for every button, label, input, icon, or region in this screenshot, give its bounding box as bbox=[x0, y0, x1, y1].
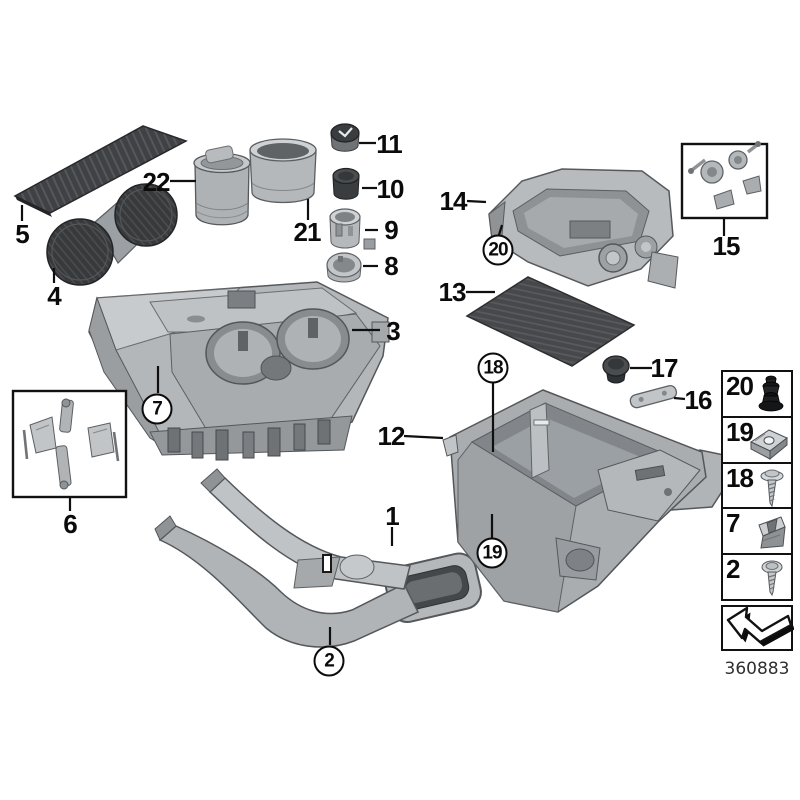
callout-13: 13 bbox=[438, 277, 467, 307]
leader-lines bbox=[20, 141, 726, 645]
callout-4: 4 bbox=[47, 281, 62, 311]
callout-9: 9 bbox=[384, 215, 399, 245]
part-9-socket-housing bbox=[329, 208, 376, 250]
part-8-trim-ring bbox=[326, 252, 362, 283]
screw-with-washer-icon bbox=[760, 469, 784, 507]
callout-14: 14 bbox=[439, 186, 468, 216]
diagram-number: 360883 bbox=[724, 659, 790, 679]
legend-item-7: 7 bbox=[721, 507, 793, 556]
callout-11: 11 bbox=[376, 129, 402, 159]
legend-item-label: 19 bbox=[726, 416, 754, 447]
part-21-cupholder-insert bbox=[249, 138, 317, 204]
legend-item-label: 7 bbox=[726, 508, 741, 539]
callout-6: 6 bbox=[63, 509, 78, 539]
part-22-ashtray-insert bbox=[193, 145, 251, 226]
clip-nut-icon bbox=[749, 429, 788, 460]
expanding-rivet-icon bbox=[758, 375, 784, 412]
part-17-grommet bbox=[602, 355, 630, 384]
legend-item-2: 2 bbox=[721, 553, 793, 602]
circled-callout-18: 18 bbox=[477, 352, 509, 384]
callout-17: 17 bbox=[650, 353, 679, 383]
leader-line-20 bbox=[497, 224, 504, 236]
legend-item-label: 20 bbox=[726, 371, 754, 401]
callout-21: 21 bbox=[293, 217, 322, 247]
part-10-lighter-element bbox=[332, 167, 360, 200]
part-4-coasters bbox=[46, 183, 178, 286]
direction-arrow-icon bbox=[726, 607, 794, 647]
legend-direction-box bbox=[721, 605, 794, 652]
callout-3: 3 bbox=[386, 316, 401, 346]
callout-1: 1 bbox=[385, 501, 400, 531]
part-5-anti-slip-mat bbox=[13, 125, 188, 217]
part-1-console-trim bbox=[154, 468, 482, 648]
fastener-legend: 20 19 bbox=[721, 370, 794, 652]
legend-item-20: 20 bbox=[721, 370, 793, 418]
part-3-cupholder-assembly bbox=[88, 281, 390, 461]
part-15-mount-kit-box bbox=[680, 141, 769, 220]
legend-item-label: 18 bbox=[726, 462, 754, 493]
circled-callout-2: 2 bbox=[313, 645, 345, 677]
part-13-rubber-mat bbox=[465, 276, 636, 367]
circled-callout-19: 19 bbox=[476, 537, 508, 569]
callout-22: 22 bbox=[142, 167, 171, 197]
callout-8: 8 bbox=[384, 251, 399, 281]
part-16-bracket bbox=[629, 384, 678, 409]
part-12-storage-tray bbox=[442, 389, 745, 613]
callout-5: 5 bbox=[15, 219, 30, 249]
spring-clip-icon bbox=[758, 516, 786, 549]
leader-line-12 bbox=[403, 434, 444, 440]
circled-callout-7: 7 bbox=[141, 393, 173, 425]
circled-callout-20: 20 bbox=[482, 234, 514, 266]
callout-10: 10 bbox=[376, 174, 405, 204]
callout-12: 12 bbox=[377, 421, 406, 451]
pan-head-screw-icon bbox=[761, 560, 783, 597]
legend-item-18: 18 bbox=[721, 461, 793, 510]
part-6-repair-kit-box bbox=[11, 389, 128, 499]
legend-item-label: 2 bbox=[726, 554, 741, 585]
callout-15: 15 bbox=[712, 231, 741, 261]
part-11-socket-cap bbox=[330, 123, 360, 152]
leader-line-14 bbox=[466, 199, 487, 204]
part-14-armrest-base bbox=[488, 168, 679, 289]
legend-item-19: 19 bbox=[721, 415, 793, 464]
callout-16: 16 bbox=[684, 385, 713, 415]
leader-line-16 bbox=[673, 396, 686, 401]
